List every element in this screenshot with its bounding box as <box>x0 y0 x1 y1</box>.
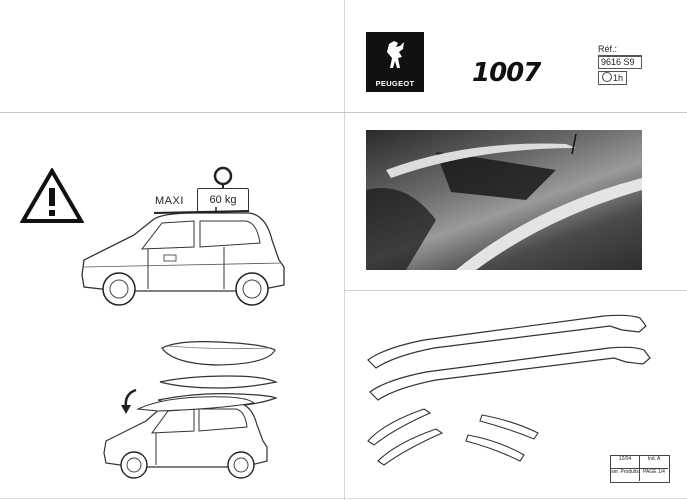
brand-name: PEUGEOT <box>375 79 415 88</box>
fold-line-bottom <box>0 498 687 499</box>
reference-label: Réf.: <box>598 44 642 56</box>
max-load-value: 60 kg <box>209 194 237 206</box>
curved-arrow-icon <box>121 388 137 414</box>
max-load-box: 60 kg <box>197 188 249 212</box>
car-with-roof-box-illustration <box>103 396 268 479</box>
peugeot-logo: PEUGEOT <box>366 32 424 92</box>
fold-line-vertical <box>344 0 345 500</box>
roof-rails-illustration <box>367 314 651 401</box>
clock-icon <box>602 72 612 82</box>
document-date: 12/04 <box>611 456 640 469</box>
peugeot-lion-icon <box>387 41 404 68</box>
roof-rail-photo-detail <box>366 133 642 270</box>
maxi-label: MAXI <box>155 195 184 207</box>
fold-line-right-middle <box>344 290 687 291</box>
roof-rail-photo <box>366 130 642 270</box>
model-name: 1007 <box>472 58 541 88</box>
fold-line-top <box>0 112 687 113</box>
install-time: 1h <box>598 71 628 85</box>
document-info-box: 12/04 Ind. A ser. Produits PAGE 1/4 <box>610 455 670 483</box>
reference-box: Réf.: 9616 S9 1h <box>598 44 642 86</box>
warning-triangle-icon <box>20 168 84 223</box>
document-index: Ind. A <box>640 456 668 469</box>
end-caps-illustration <box>367 408 539 466</box>
reference-code: 9616 S9 <box>598 56 642 69</box>
car-with-load-illustration <box>81 207 285 306</box>
document-page: PAGE 1/4 <box>643 469 665 475</box>
document-service: ser. Produits <box>611 469 640 481</box>
install-time-value: 1h <box>613 73 624 83</box>
